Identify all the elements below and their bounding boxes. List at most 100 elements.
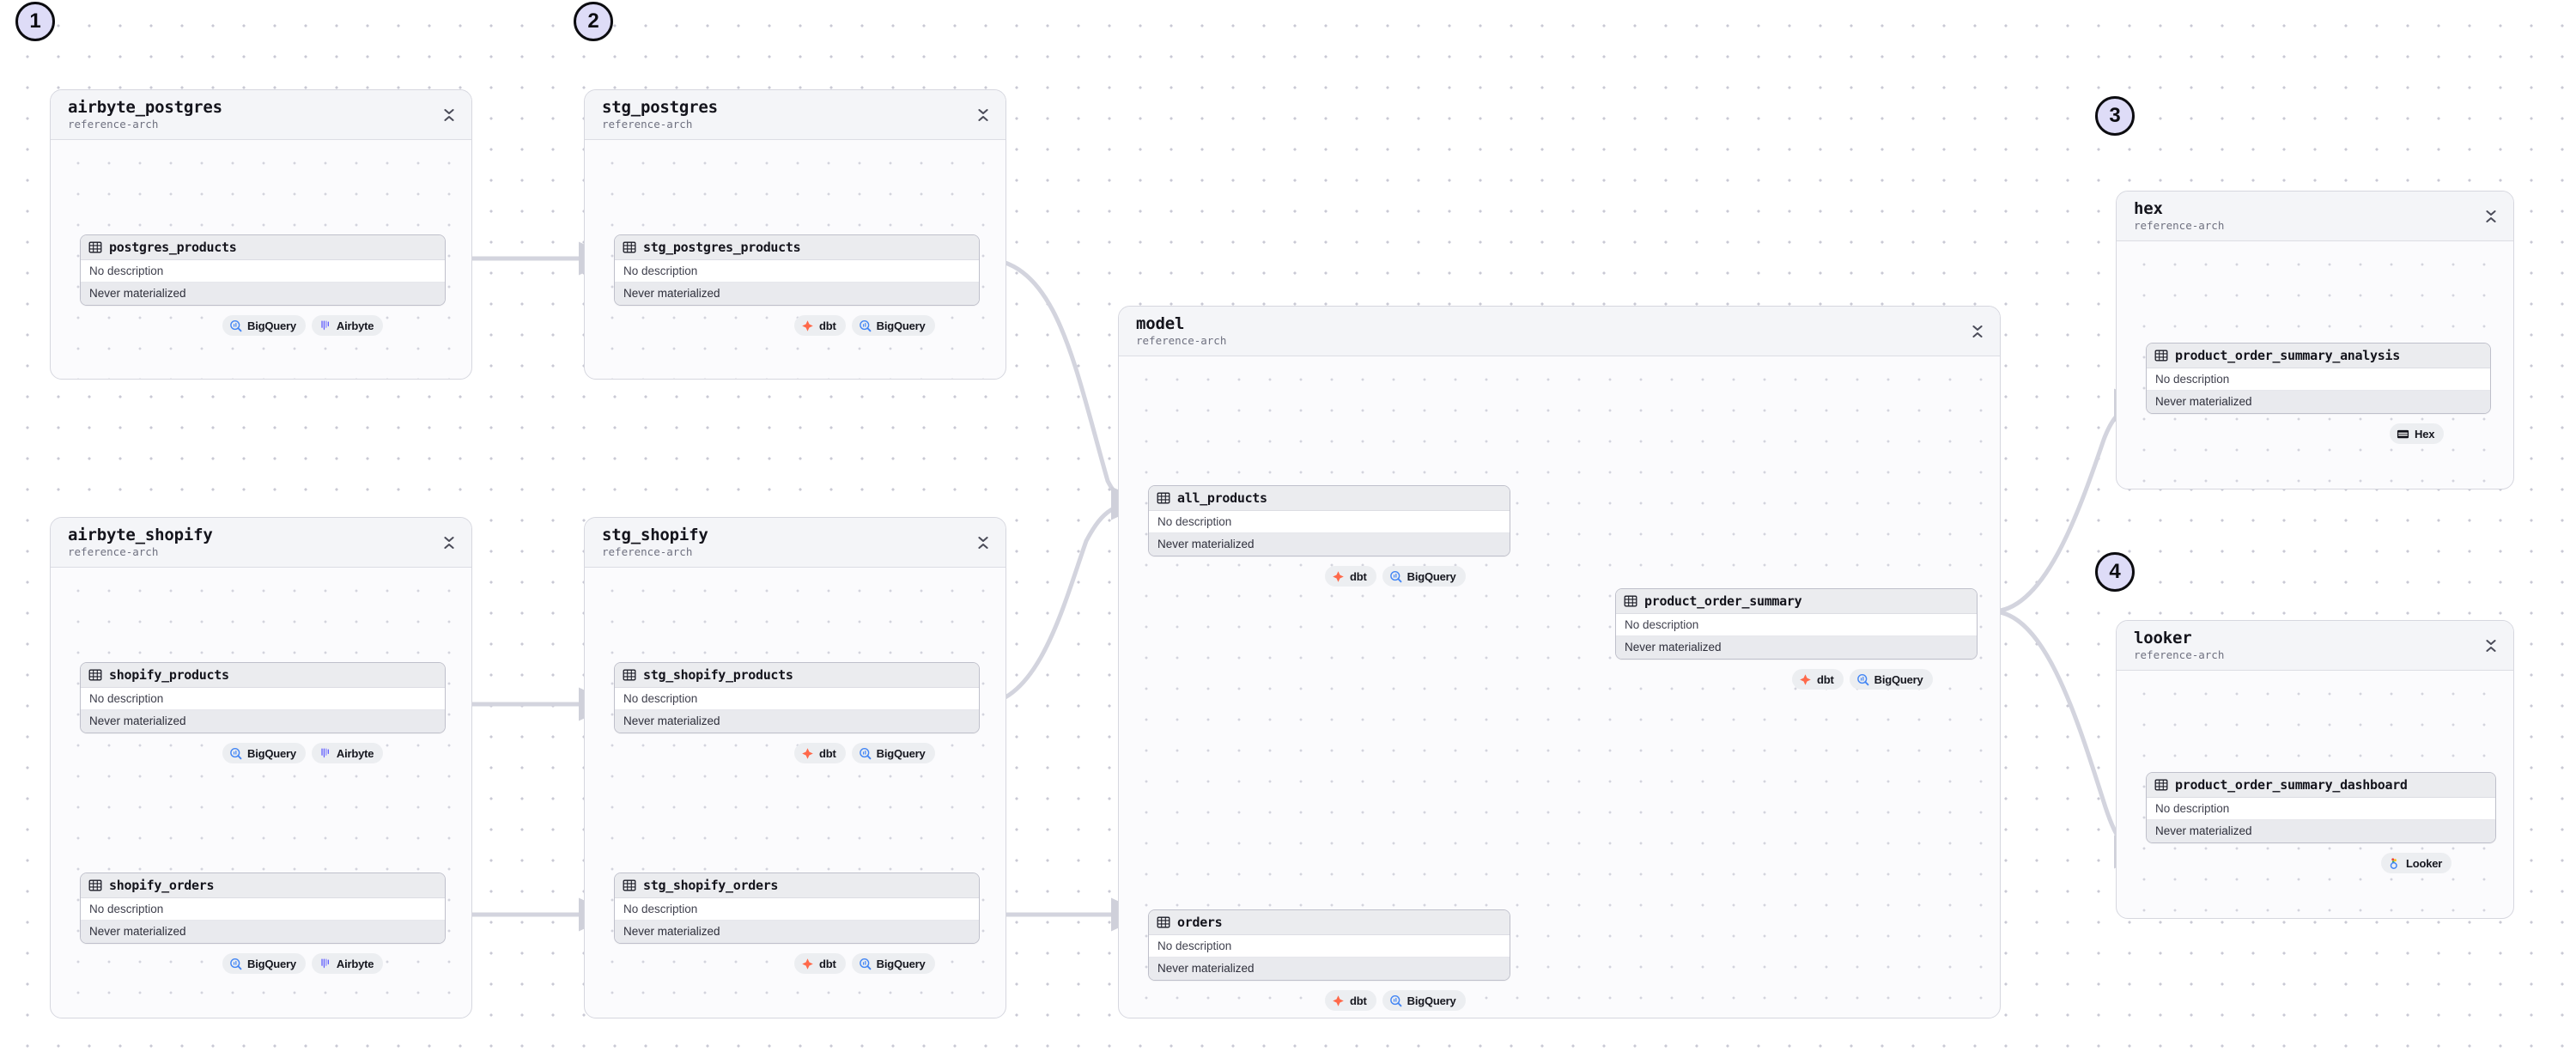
integration-tag-label: BigQuery [876, 319, 926, 332]
integration-tag-dbt[interactable]: dbt [1325, 990, 1376, 1011]
integration-tag-bigquery[interactable]: BigQuery [851, 953, 935, 974]
integration-tag-bigquery[interactable]: BigQuery [1382, 566, 1466, 587]
asset-materialization-status: Never materialized [615, 283, 979, 305]
airbyte-icon [319, 958, 331, 970]
asset-materialization-status: Never materialized [1149, 958, 1510, 980]
asset-label: all_products [1177, 490, 1267, 506]
integration-tag-bigquery[interactable]: BigQuery [1382, 990, 1466, 1011]
group-title: airbyte_shopify [68, 525, 213, 544]
integration-tag-label: BigQuery [247, 319, 296, 332]
integration-tag-looker[interactable]: Looker [2381, 853, 2452, 873]
group-subtitle: reference-arch [68, 544, 159, 558]
asset-description: No description [615, 688, 979, 710]
integration-tag-airbyte[interactable]: Airbyte [311, 743, 384, 763]
airbyte-icon [319, 747, 331, 760]
integration-tag-label: BigQuery [876, 957, 926, 970]
table-icon [88, 668, 102, 682]
dbt-icon [1332, 994, 1345, 1007]
asset-name-row: orders [1149, 910, 1510, 935]
dbt-icon [801, 747, 814, 760]
asset-materialization-status: Never materialized [615, 710, 979, 733]
table-icon [1157, 491, 1170, 505]
integration-tag-label: BigQuery [247, 746, 296, 760]
integration-tag-dbt[interactable]: dbt [1325, 566, 1376, 587]
asset-description: No description [81, 898, 445, 921]
collapse-vertical-icon[interactable] [976, 534, 990, 551]
integration-tag-label: dbt [1350, 994, 1367, 1007]
asset-label: shopify_orders [109, 878, 215, 893]
integration-tag-bigquery[interactable]: BigQuery [851, 315, 935, 336]
step-badge-2: 2 [574, 2, 613, 41]
integration-tag-bigquery[interactable]: BigQuery [222, 315, 306, 336]
step-badge-4: 4 [2095, 552, 2135, 592]
integration-tags-product_order_summary_dashboard: Looker [2381, 853, 2452, 873]
integration-tag-bigquery[interactable]: BigQuery [851, 743, 935, 763]
asset-label: stg_shopify_products [643, 667, 793, 683]
collapse-vertical-icon[interactable] [442, 534, 456, 551]
integration-tag-bigquery[interactable]: BigQuery [1849, 669, 1933, 690]
integration-tag-dbt[interactable]: dbt [1792, 669, 1844, 690]
collapse-vertical-icon[interactable] [976, 106, 990, 124]
asset-description: No description [615, 898, 979, 921]
collapse-vertical-icon[interactable] [1971, 323, 1984, 340]
asset-description: No description [1149, 935, 1510, 958]
integration-tag-airbyte[interactable]: Airbyte [311, 953, 384, 974]
bigquery-icon [859, 958, 872, 970]
integration-tags-product_order_summary_analysis: Hex [2390, 423, 2445, 444]
integration-tag-bigquery[interactable]: BigQuery [222, 953, 306, 974]
airbyte-icon [319, 319, 331, 332]
collapse-vertical-icon[interactable] [2484, 637, 2498, 654]
hex-icon [2397, 428, 2409, 441]
integration-tag-airbyte[interactable]: Airbyte [311, 315, 384, 336]
collapse-vertical-icon[interactable] [2484, 208, 2498, 225]
asset-description: No description [2147, 368, 2490, 391]
integration-tag-hex[interactable]: Hex [2390, 423, 2445, 444]
integration-tag-label: BigQuery [876, 746, 926, 760]
asset-materialization-status: Never materialized [615, 921, 979, 943]
step-badge-1: 1 [15, 2, 55, 41]
asset-materialization-status: Never materialized [81, 710, 445, 733]
integration-tag-label: Looker [2406, 856, 2443, 870]
group-title: hex [2134, 198, 2163, 218]
bigquery-icon [1389, 570, 1402, 583]
bigquery-icon [1389, 994, 1402, 1007]
group-title: stg_shopify [602, 525, 708, 544]
integration-tag-dbt[interactable]: dbt [794, 315, 846, 336]
integration-tag-dbt[interactable]: dbt [794, 743, 846, 763]
integration-tag-dbt[interactable]: dbt [794, 953, 846, 974]
integration-tag-label: dbt [1350, 569, 1367, 583]
integration-tag-bigquery[interactable]: BigQuery [222, 743, 306, 763]
collapse-vertical-icon[interactable] [442, 106, 456, 124]
